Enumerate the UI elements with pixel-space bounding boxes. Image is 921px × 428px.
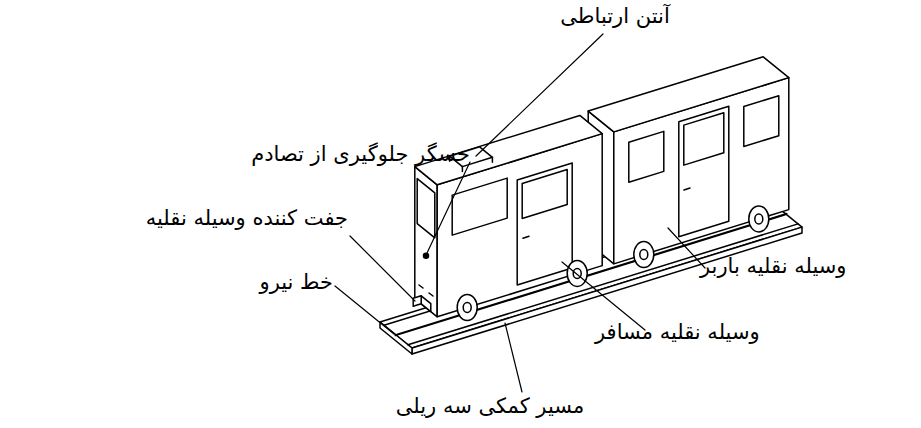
antenna-base (462, 167, 464, 172)
leader-line (668, 228, 705, 268)
vehicle-coupler (421, 296, 431, 312)
car-door (517, 163, 572, 285)
windshield (417, 179, 435, 238)
part-label: خط نیرو (225, 268, 333, 296)
door-window (684, 113, 724, 165)
wheel-hub (755, 214, 763, 224)
part-label: آنتن ارتباطی (530, 2, 700, 30)
door-window (522, 170, 567, 219)
wheel (749, 206, 769, 232)
wheel-hub (463, 303, 471, 313)
leader-line (427, 162, 470, 253)
antenna-base (492, 157, 494, 162)
part-label: جفت کننده وسیله نقلیه (0, 204, 348, 232)
part-label: وسیله نقلیه مسافر (595, 318, 835, 346)
freight-vehicle (588, 57, 789, 268)
leader-line (505, 323, 522, 392)
leader-line (476, 34, 603, 156)
collision-sensor (424, 253, 429, 258)
headlight (429, 293, 433, 296)
car-window (452, 178, 507, 235)
wheel-hub (640, 250, 648, 260)
door-handle (684, 188, 690, 190)
headlight (419, 285, 423, 288)
car-window (744, 96, 779, 147)
part-label: مسیر کمکی سه ریلی (360, 392, 620, 420)
door-handle (523, 236, 529, 238)
car-front-face (415, 167, 437, 317)
leader-line (350, 236, 415, 301)
part-label: حسگر جلوگیری از تصادم (205, 140, 470, 168)
car-door (679, 106, 729, 237)
leader-line (335, 286, 394, 334)
car-window (629, 131, 664, 182)
wheel (567, 260, 587, 286)
leader-line (562, 262, 645, 330)
part-label: وسیله نقلیه باربر (700, 252, 921, 280)
wheel (457, 295, 477, 321)
wheel (634, 242, 654, 268)
